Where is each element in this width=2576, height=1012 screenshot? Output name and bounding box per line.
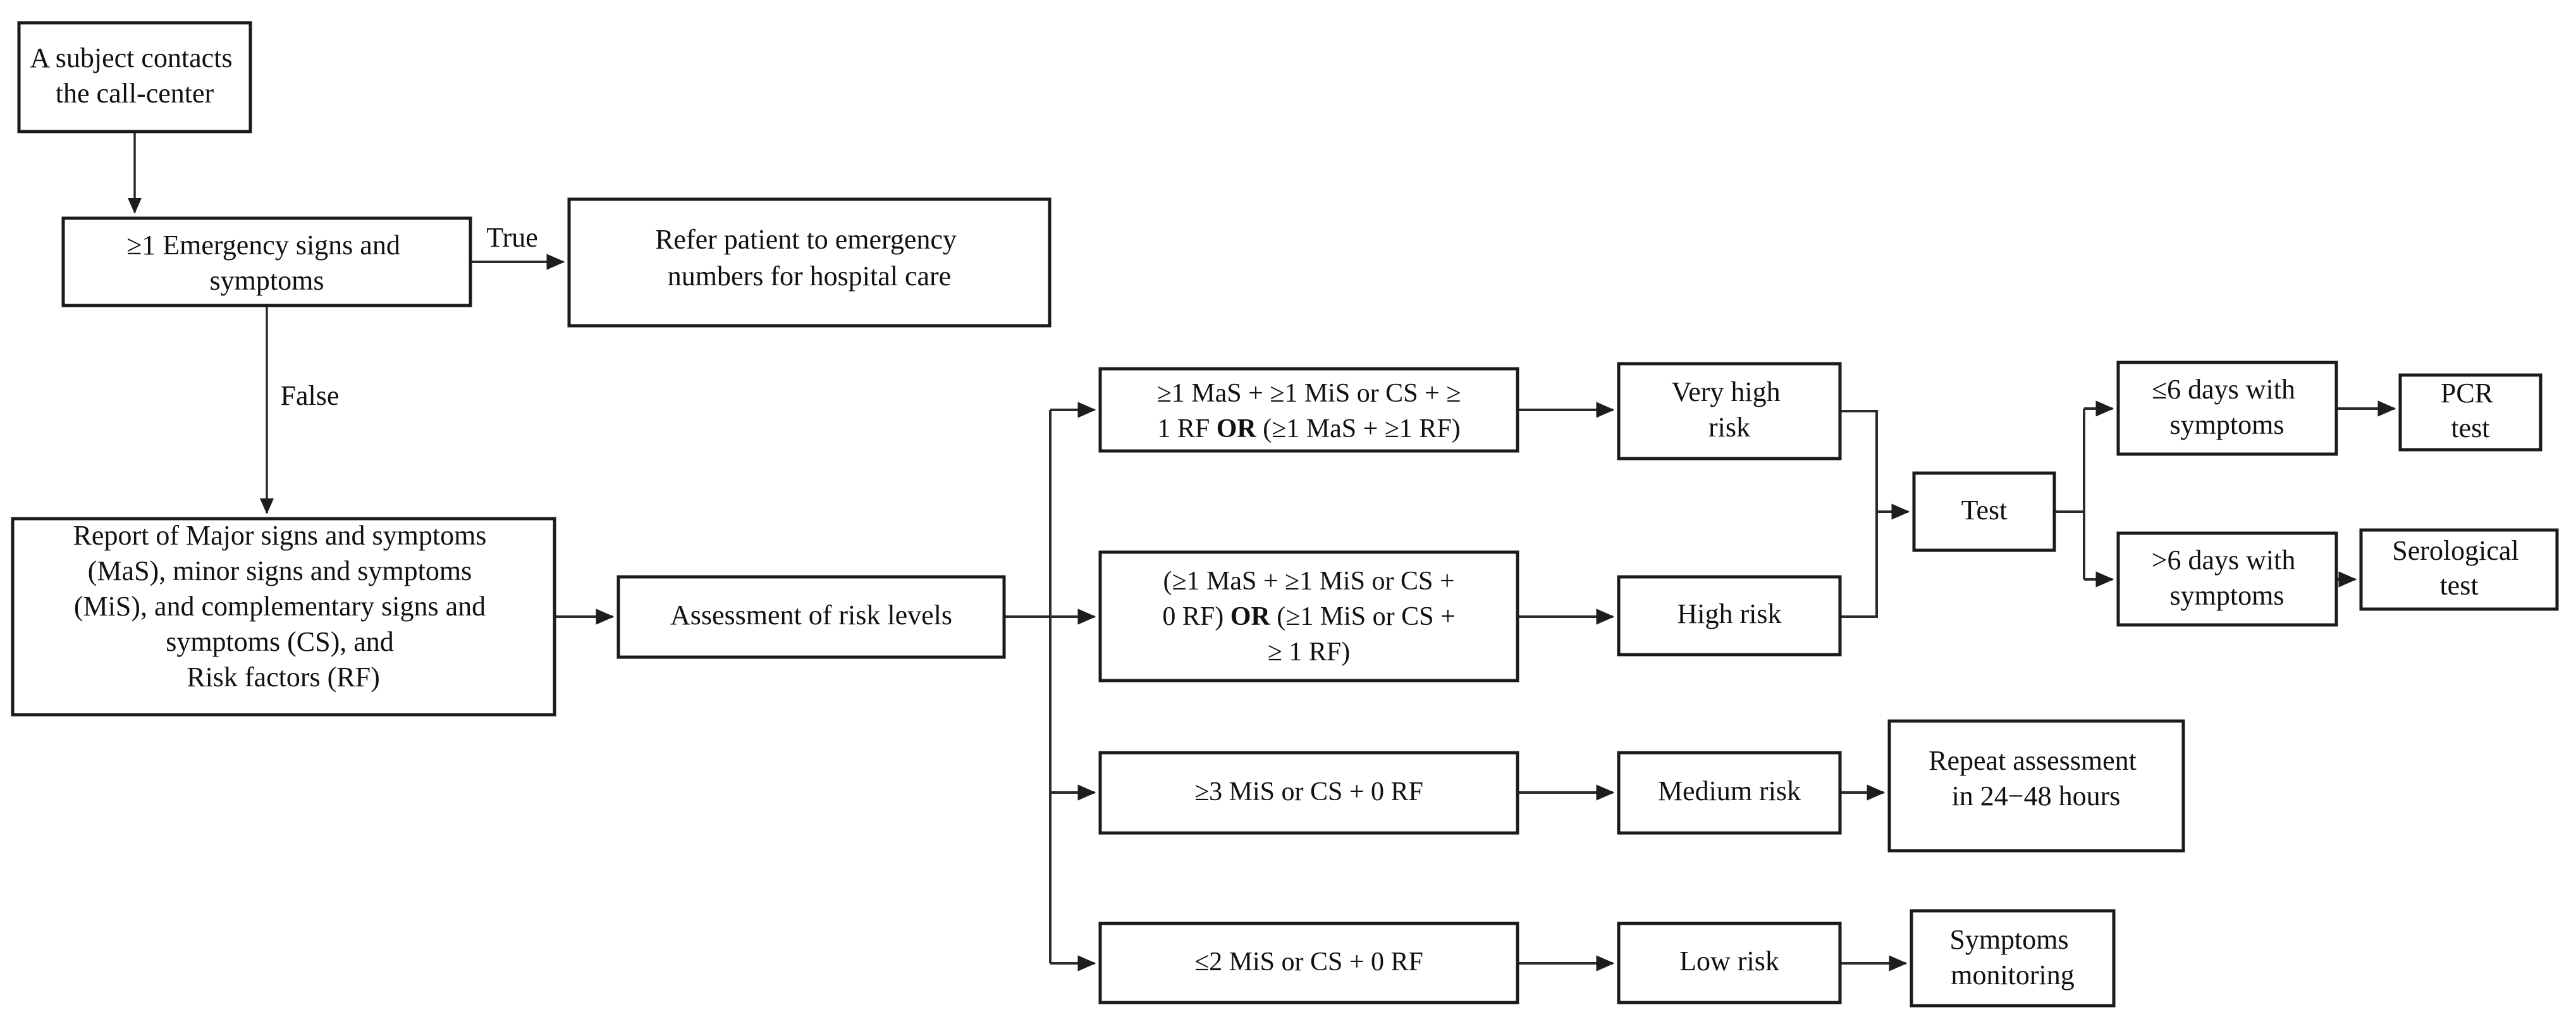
edge-high-risk-to-merge	[1840, 512, 1878, 618]
node-pcr-test-label: PCR test	[2441, 378, 2500, 443]
node-pcr-test-box[interactable]	[2398, 373, 2542, 452]
node-test-box[interactable]	[1912, 471, 2056, 552]
node-criteria-medium[interactable]: ≥3 MiS or CS + 0 RF	[1098, 751, 1519, 835]
node-medium-risk-label: Medium risk	[1658, 775, 1801, 806]
node-criteria-medium-label: ≥3 MiS or CS + 0 RF	[1194, 777, 1423, 806]
node-report-box[interactable]	[11, 517, 556, 717]
node-symptoms-monitoring[interactable]: Symptoms monitoring	[1910, 909, 2116, 1008]
node-symptoms-monitoring-box[interactable]	[1910, 909, 2116, 1008]
node-refer-emergency[interactable]: Refer patient to emergency numbers for h…	[567, 197, 1052, 328]
node-report[interactable]: Report of Major signs and symptoms (MaS)…	[11, 517, 556, 717]
node-report-label: Report of Major signs and symptoms (MaS)…	[73, 520, 494, 693]
node-contact[interactable]: A subject contacts the call-center	[17, 21, 252, 133]
node-criteria-high-label-line2: 0 RF) OR (≥1 MiS or CS +	[1162, 602, 1455, 631]
node-criteria-medium-box[interactable]	[1098, 751, 1519, 835]
node-days-gt6-box[interactable]	[2116, 531, 2338, 627]
edges-layer	[127, 132, 2396, 972]
node-refer-emergency-box[interactable]	[567, 197, 1052, 328]
edge-very-high-risk-to-merge	[1840, 410, 1878, 512]
node-days-gt6[interactable]: >6 days with symptoms	[2116, 531, 2338, 627]
node-criteria-low-box[interactable]	[1098, 922, 1519, 1004]
node-criteria-high-label-line3: ≥ 1 RF)	[1268, 638, 1350, 667]
node-criteria-high-box[interactable]	[1098, 550, 1519, 682]
node-very-high-risk-label: Very high risk	[1671, 376, 1787, 443]
node-criteria-low-label: ≤2 MiS or CS + 0 RF	[1194, 947, 1423, 977]
node-criteria-very-high-box[interactable]	[1098, 367, 1519, 453]
node-criteria-low[interactable]: ≤2 MiS or CS + 0 RF	[1098, 922, 1519, 1004]
node-serological-test-box[interactable]	[2359, 528, 2559, 611]
node-assessment[interactable]: Assessment of risk levels	[616, 575, 1006, 659]
edge-label-false: False	[281, 380, 340, 411]
node-assessment-box[interactable]	[616, 575, 1006, 659]
node-refer-emergency-label: Refer patient to emergency numbers for h…	[655, 224, 964, 292]
node-days-le6[interactable]: ≤6 days with symptoms	[2116, 361, 2338, 456]
node-emergency-box[interactable]	[61, 216, 472, 307]
node-test-label: Test	[1961, 495, 2008, 526]
node-criteria-very-high-label: ≥1 MaS + ≥1 MiS or CS + ≥	[1157, 379, 1461, 408]
node-criteria-very-high[interactable]: ≥1 MaS + ≥1 MiS or CS + ≥ 1 RF OR (≥1 Ma…	[1098, 367, 1519, 453]
node-medium-risk[interactable]: Medium risk	[1617, 751, 1842, 835]
node-pcr-test[interactable]: PCR test	[2398, 373, 2542, 452]
node-emergency[interactable]: ≥1 Emergency signs and symptoms	[61, 216, 472, 307]
node-assessment-label: Assessment of risk levels	[670, 600, 952, 631]
node-low-risk-box[interactable]	[1617, 922, 1842, 1004]
node-very-high-risk[interactable]: Very high risk	[1617, 362, 1842, 460]
node-repeat-assessment-box[interactable]	[1887, 719, 2185, 853]
node-serological-test-label: Serological test	[2392, 535, 2525, 601]
node-days-le6-label: ≤6 days with symptoms	[2152, 374, 2302, 440]
node-contact-box[interactable]	[17, 21, 252, 133]
node-very-high-risk-box[interactable]	[1617, 362, 1842, 460]
node-repeat-assessment[interactable]: Repeat assessment in 24−48 hours	[1887, 719, 2185, 853]
node-high-risk[interactable]: High risk	[1617, 575, 1842, 657]
node-serological-test[interactable]: Serological test	[2359, 528, 2559, 611]
node-low-risk-label: Low risk	[1679, 946, 1779, 977]
node-criteria-high-label: (≥1 MaS + ≥1 MiS or CS +	[1163, 567, 1454, 596]
edge-label-true: True	[486, 222, 538, 253]
node-low-risk[interactable]: Low risk	[1617, 922, 1842, 1004]
node-high-risk-label: High risk	[1677, 598, 1782, 629]
node-criteria-high[interactable]: (≥1 MaS + ≥1 MiS or CS + 0 RF) OR (≥1 Mi…	[1098, 550, 1519, 682]
node-days-le6-box[interactable]	[2116, 361, 2338, 456]
edge-labels-layer: True False	[281, 222, 538, 411]
node-symptoms-monitoring-label: Symptoms monitoring	[1949, 924, 2075, 990]
node-high-risk-box[interactable]	[1617, 575, 1842, 657]
node-criteria-very-high-label-line2: 1 RF OR (≥1 MaS + ≥1 RF)	[1157, 414, 1460, 443]
node-medium-risk-box[interactable]	[1617, 751, 1842, 835]
node-emergency-label: ≥1 Emergency signs and symptoms	[126, 230, 407, 296]
node-contact-label: A subject contacts the call-center	[30, 42, 239, 109]
node-days-gt6-label: >6 days with symptoms	[2152, 545, 2303, 611]
node-repeat-assessment-label: Repeat assessment in 24−48 hours	[1929, 745, 2144, 811]
node-test[interactable]: Test	[1912, 471, 2056, 552]
